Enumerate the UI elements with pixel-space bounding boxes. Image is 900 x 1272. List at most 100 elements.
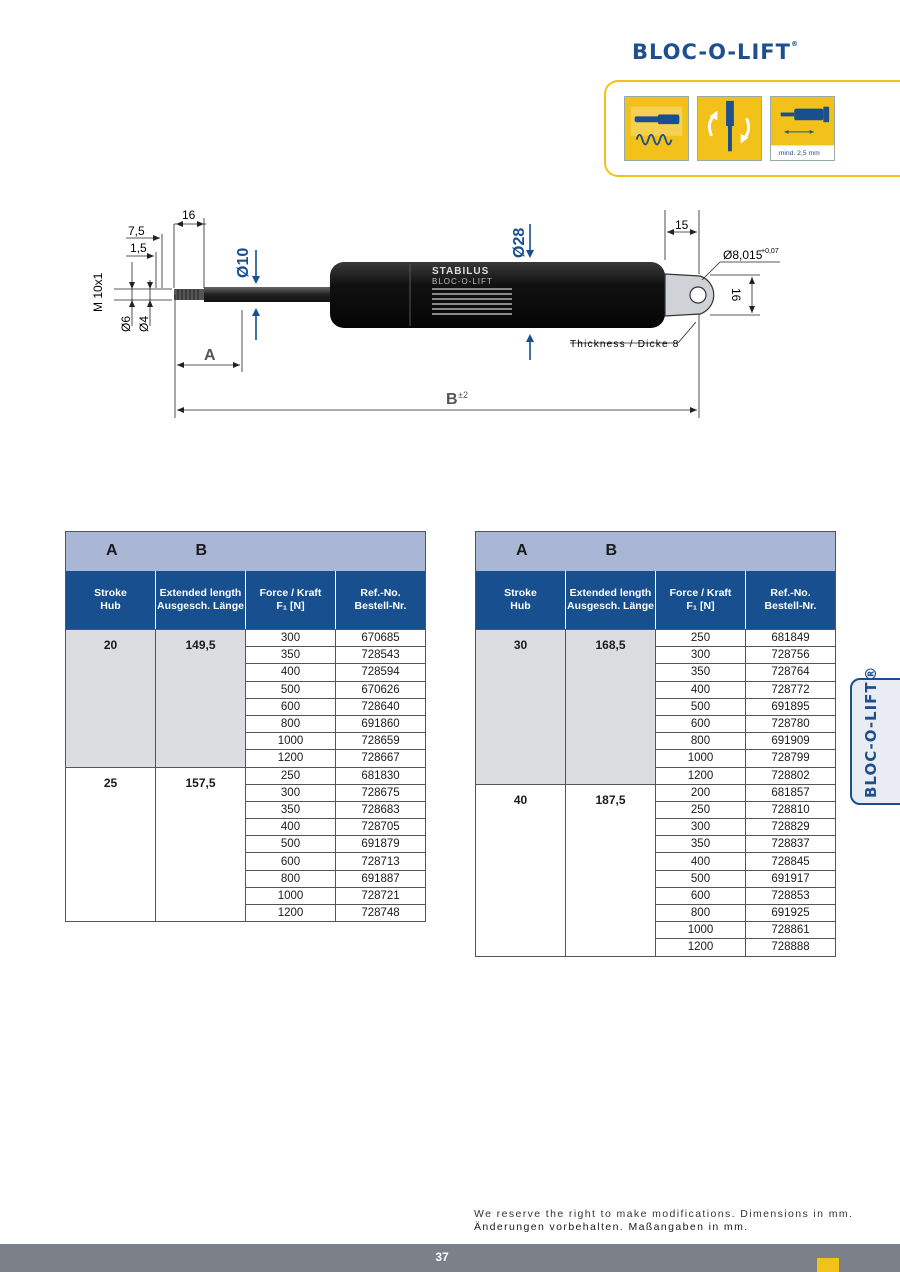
ref-value: 728837	[745, 835, 836, 854]
stroke-value: 25	[65, 766, 156, 923]
force-value: 800	[245, 714, 336, 734]
ref-value: 728675	[335, 783, 426, 802]
force-value: 400	[245, 663, 336, 682]
ref-value: 728829	[745, 818, 836, 837]
body-label-stabilus: STABILUS	[432, 266, 489, 277]
dim-7-5: 7,5	[128, 224, 145, 238]
dim-16-top: 16	[182, 208, 196, 222]
force-value: 800	[655, 903, 746, 923]
ref-value: 681857	[745, 783, 836, 802]
force-value: 1200	[655, 938, 746, 957]
ref-value: 728845	[745, 852, 836, 871]
dim-a: A	[204, 347, 216, 364]
thread-end	[174, 289, 204, 300]
ref-value: 670626	[335, 680, 426, 699]
stroke-value: 30	[475, 629, 566, 785]
min-distance-icon: mind. 2,5 mm	[770, 96, 835, 161]
force-value: 800	[655, 732, 746, 751]
mounting-orientation-icon	[697, 96, 762, 161]
side-tab[interactable]: BLOC-O-LIFT®	[850, 665, 900, 805]
dim-1-5: 1,5	[130, 241, 147, 255]
dim-thread: M 10x1	[91, 272, 105, 312]
col-a-label: A	[65, 531, 156, 571]
ref-value: 691860	[335, 714, 426, 734]
force-value: 500	[245, 835, 336, 854]
force-value: 350	[655, 663, 746, 682]
length-value: 149,5	[155, 629, 246, 768]
length-value: 168,5	[565, 629, 656, 785]
ref-value: 728764	[745, 663, 836, 682]
force-value: 1000	[655, 921, 746, 940]
ref-value: 681830	[335, 766, 426, 785]
force-value: 400	[655, 852, 746, 871]
force-value: 1200	[245, 903, 336, 923]
ref-value: 681849	[745, 628, 836, 648]
ref-value: 728640	[335, 697, 426, 716]
table-row: 40 187,5 200 681857	[475, 783, 836, 957]
force-value: 500	[655, 697, 746, 716]
ref-value: 728705	[335, 818, 426, 837]
force-value: 200	[655, 783, 746, 802]
force-value: 350	[655, 835, 746, 854]
force-value: 500	[245, 680, 336, 699]
dim-eye-len: 15	[675, 218, 689, 232]
force-value: 300	[245, 783, 336, 802]
technical-drawing: STABILUS BLOC-O-LIFT	[80, 200, 800, 430]
dim-eye-bore: Ø8,015	[723, 248, 763, 262]
side-tab-label: BLOC-O-LIFT®	[862, 665, 880, 798]
dim-rod-dia: Ø10	[235, 248, 252, 278]
ref-value: 728594	[335, 663, 426, 682]
table-row: 25 157,5 250 681830	[65, 766, 426, 923]
ref-value: 728772	[745, 680, 836, 699]
ref-value: 728721	[335, 886, 426, 906]
length-value: 157,5	[155, 766, 246, 923]
table-row: 20 149,5 300 670685	[65, 628, 426, 768]
header-ref: Ref.-No.Bestell-Nr.	[745, 570, 836, 630]
piston-rod	[204, 287, 332, 302]
force-value: 250	[655, 800, 746, 820]
ref-value: 728802	[745, 766, 836, 785]
col-b-label: B	[565, 531, 836, 571]
dim-body-dia: Ø28	[511, 228, 528, 258]
brand-reg: ®	[790, 40, 798, 48]
force-value: 1000	[655, 749, 746, 768]
footer-note-en: We reserve the right to make modificatio…	[474, 1208, 854, 1220]
force-value: 500	[655, 869, 746, 888]
table-row: 30 168,5 250 681849	[475, 628, 836, 785]
ref-value: 728888	[745, 938, 836, 957]
ref-value: 728543	[335, 646, 426, 665]
force-value: 1000	[245, 732, 336, 751]
force-value: 400	[245, 818, 336, 837]
force-value: 300	[655, 646, 746, 665]
force-value: 1000	[245, 886, 336, 906]
force-value: 600	[245, 852, 336, 871]
ref-value: 728810	[745, 800, 836, 820]
page-number: 37	[435, 1250, 449, 1264]
ref-value: 728713	[335, 852, 426, 871]
